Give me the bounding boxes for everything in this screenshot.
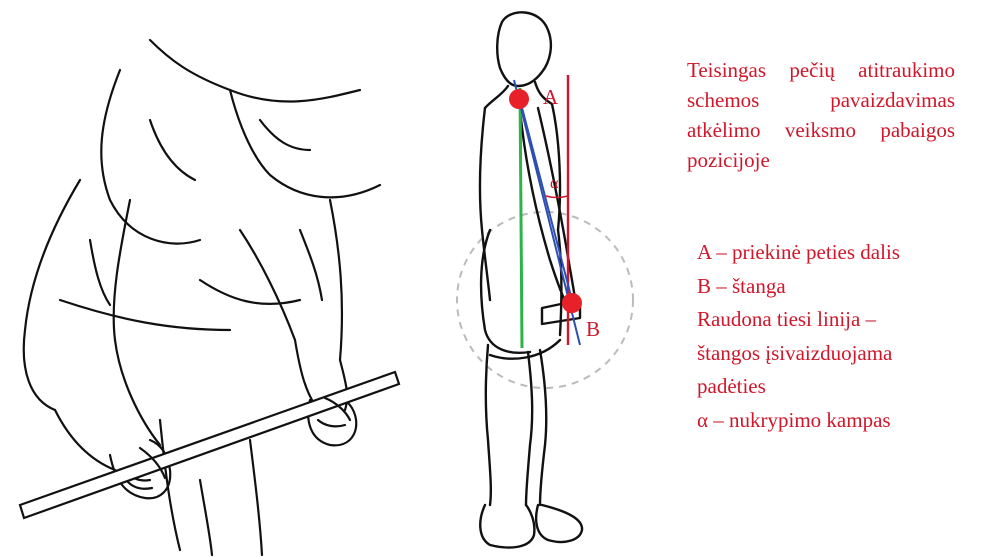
caption-line: schemos pavaizdavimas — [687, 85, 955, 115]
legend-item: A – priekinė peties dalis — [697, 236, 977, 270]
caption: Teisingas pečių atitraukimo schemos pava… — [687, 55, 955, 175]
deadlift-grip-illustration — [0, 0, 420, 557]
caption-line: Teisingas pečių atitraukimo — [687, 55, 955, 85]
caption-line: pozicijoje — [687, 145, 955, 175]
legend-item: Raudona tiesi linija – — [697, 303, 977, 337]
point-a-label: A — [543, 85, 559, 109]
legend-item: padėties — [697, 370, 977, 404]
point-a-marker — [509, 89, 529, 109]
caption-line: atkėlimo veiksmo pabaigos — [687, 115, 955, 145]
legend-item: B – štanga — [697, 270, 977, 304]
point-b-label: B — [586, 317, 600, 341]
standing-posture-diagram: α A B — [430, 0, 660, 557]
blue-line-2 — [520, 100, 572, 300]
green-reference-line — [520, 88, 522, 348]
point-b-marker — [562, 293, 582, 313]
angle-label: α — [550, 175, 559, 192]
legend-item: štangos įsivaizduojama — [697, 337, 977, 371]
legend-item: α – nukrypimo kampas — [697, 404, 977, 438]
legend: A – priekinė peties dalis B – štanga Rau… — [697, 236, 977, 437]
